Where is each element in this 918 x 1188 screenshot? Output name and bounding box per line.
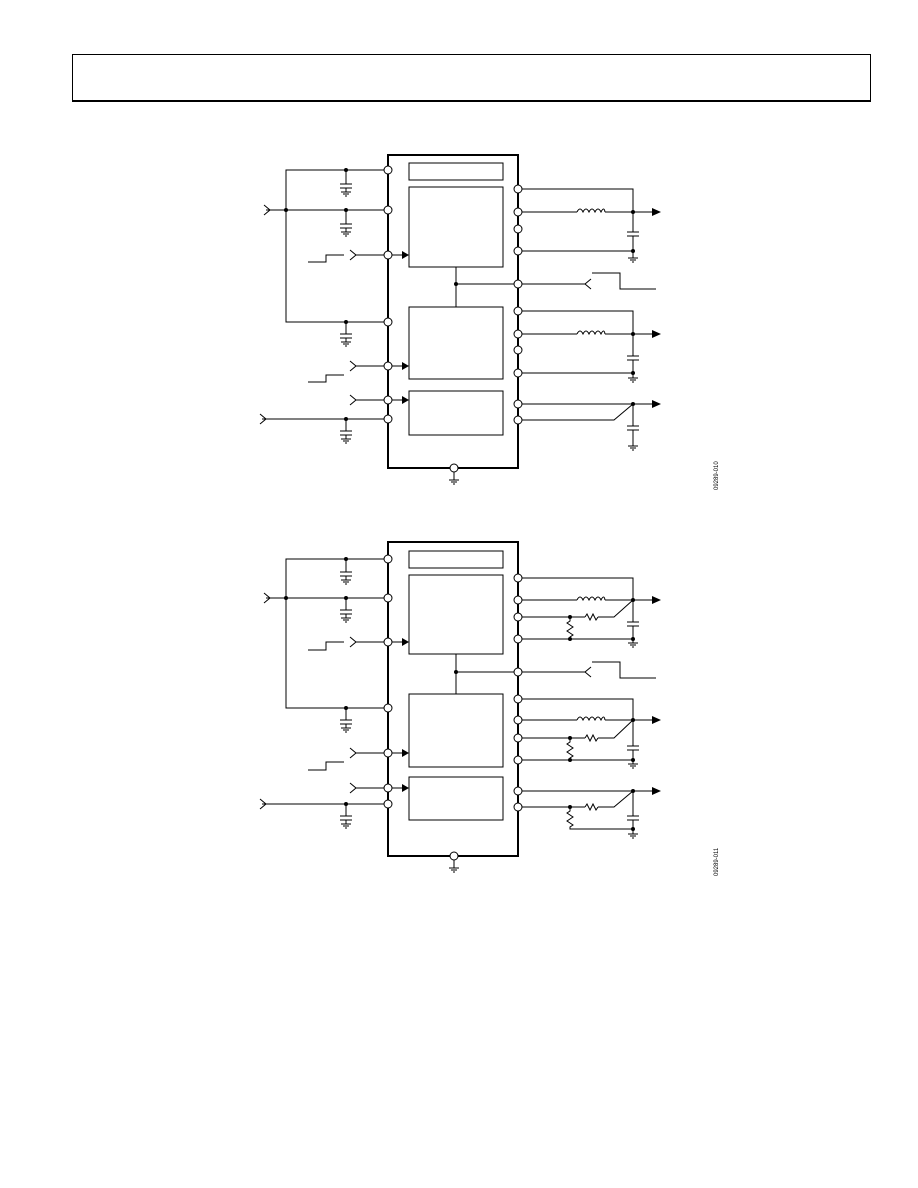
header-box — [72, 54, 871, 102]
buck-regulator-2-block — [409, 307, 503, 379]
reference-block — [409, 163, 503, 180]
buck-regulator-1-block — [409, 187, 503, 267]
buck-regulator-1-block — [409, 575, 503, 654]
ic-package — [388, 155, 518, 468]
ldo-regulator-block — [409, 391, 503, 435]
ic-package — [388, 542, 518, 856]
figure-code: 09289-011 — [714, 847, 720, 876]
application-schematic-1: 09289-010 — [0, 140, 720, 490]
application-schematic-2: 09289-011 — [0, 528, 720, 876]
reference-block — [409, 551, 503, 568]
figure-code: 09289-010 — [714, 461, 720, 490]
ldo-regulator-block — [409, 777, 503, 820]
buck-regulator-2-block — [409, 694, 503, 767]
